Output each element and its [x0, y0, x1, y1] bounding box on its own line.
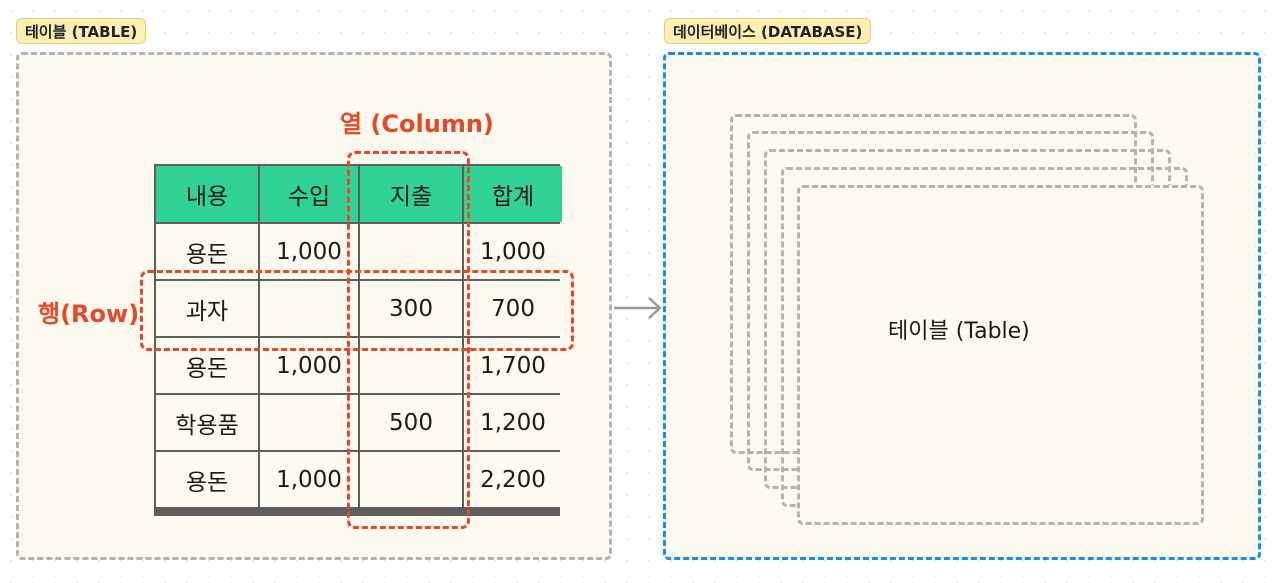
table-cell: 용돈	[156, 452, 258, 507]
table-cell: 용돈	[156, 338, 258, 393]
table-cell	[360, 452, 462, 507]
table-cell: 용돈	[156, 224, 258, 279]
table-header-cell: 수입	[260, 166, 358, 222]
row-highlight	[140, 270, 574, 351]
table-cell: 1,000	[260, 224, 358, 279]
table-panel-badge: 테이블 (TABLE)	[16, 18, 147, 44]
table-header-cell: 내용	[156, 166, 258, 222]
table-cell: 과자	[156, 281, 258, 336]
table-cell: 1,200	[464, 395, 562, 450]
column-highlight	[347, 151, 470, 529]
data-table: 내용 수입 지출 합계 용돈 1,000 1,000 과자 300 700 용돈…	[154, 164, 562, 516]
table-cell	[360, 338, 462, 393]
table-cell: 300	[360, 281, 462, 336]
table-cell: 2,200	[464, 452, 562, 507]
table-cell: 500	[360, 395, 462, 450]
table-header-cell: 지출	[360, 166, 462, 222]
table-cell: 1,700	[464, 338, 562, 393]
arrow-right-icon	[614, 297, 662, 319]
database-panel-badge: 데이터베이스 (DATABASE)	[664, 18, 872, 44]
row-label: 행(Row)	[38, 300, 140, 328]
table-cell	[360, 224, 462, 279]
table-cell: 1,000	[260, 452, 358, 507]
table-stack-layer	[797, 185, 1204, 525]
table-cell: 1,000	[260, 338, 358, 393]
table-cell: 700	[464, 281, 562, 336]
table-cell: 1,000	[464, 224, 562, 279]
table-cell	[260, 395, 358, 450]
table-header-cell: 합계	[464, 166, 562, 222]
table-cell	[260, 281, 358, 336]
column-label: 열 (Column)	[340, 110, 494, 138]
database-table-label: 테이블 (Table)	[888, 319, 1030, 344]
table-cell: 학용품	[156, 395, 258, 450]
